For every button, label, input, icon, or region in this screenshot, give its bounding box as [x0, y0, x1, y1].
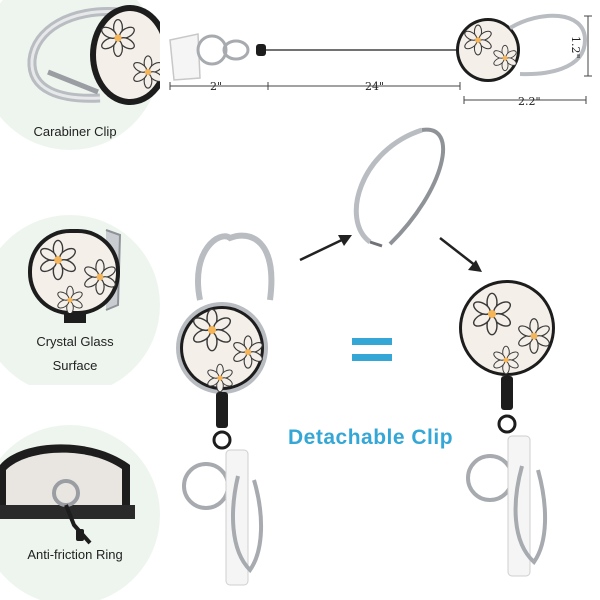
- feature-panel-crystal-glass: Crystal Glass Surface: [0, 215, 160, 385]
- carabiner-closeup-image: [27, 5, 160, 105]
- badge-reel-without-clip-image: [459, 280, 555, 577]
- strap-length-label: 2": [210, 80, 223, 93]
- crystal-glass-label-line1: Crystal Glass: [36, 334, 114, 349]
- detachable-clip-heading: Detachable Clip: [288, 426, 454, 449]
- equals-sign-bottom-bar: [352, 354, 392, 361]
- carabiner-clip-label: Carabiner Clip: [33, 124, 117, 139]
- equals-sign-top-bar: [352, 338, 392, 345]
- badge-height-label: 1.2": [569, 36, 582, 59]
- crystal-glass-closeup-image: [28, 229, 122, 323]
- badge-width-label: 2.2": [518, 95, 541, 108]
- dimension-diagram: [169, 13, 592, 104]
- crystal-glass-label-line2: Surface: [52, 358, 98, 373]
- anti-friction-ring-label: Anti-friction Ring: [27, 547, 123, 562]
- feature-panel-carabiner: Carabiner Clip: [0, 0, 160, 160]
- feature-panel-anti-friction: Anti-friction Ring: [0, 425, 160, 600]
- badge-reel-with-clip-image: [176, 232, 275, 586]
- cord-length-label: 24": [365, 80, 385, 93]
- detached-carabiner-image: [353, 127, 446, 248]
- product-illustration: [176, 127, 555, 586]
- anti-friction-closeup-image: [0, 444, 135, 545]
